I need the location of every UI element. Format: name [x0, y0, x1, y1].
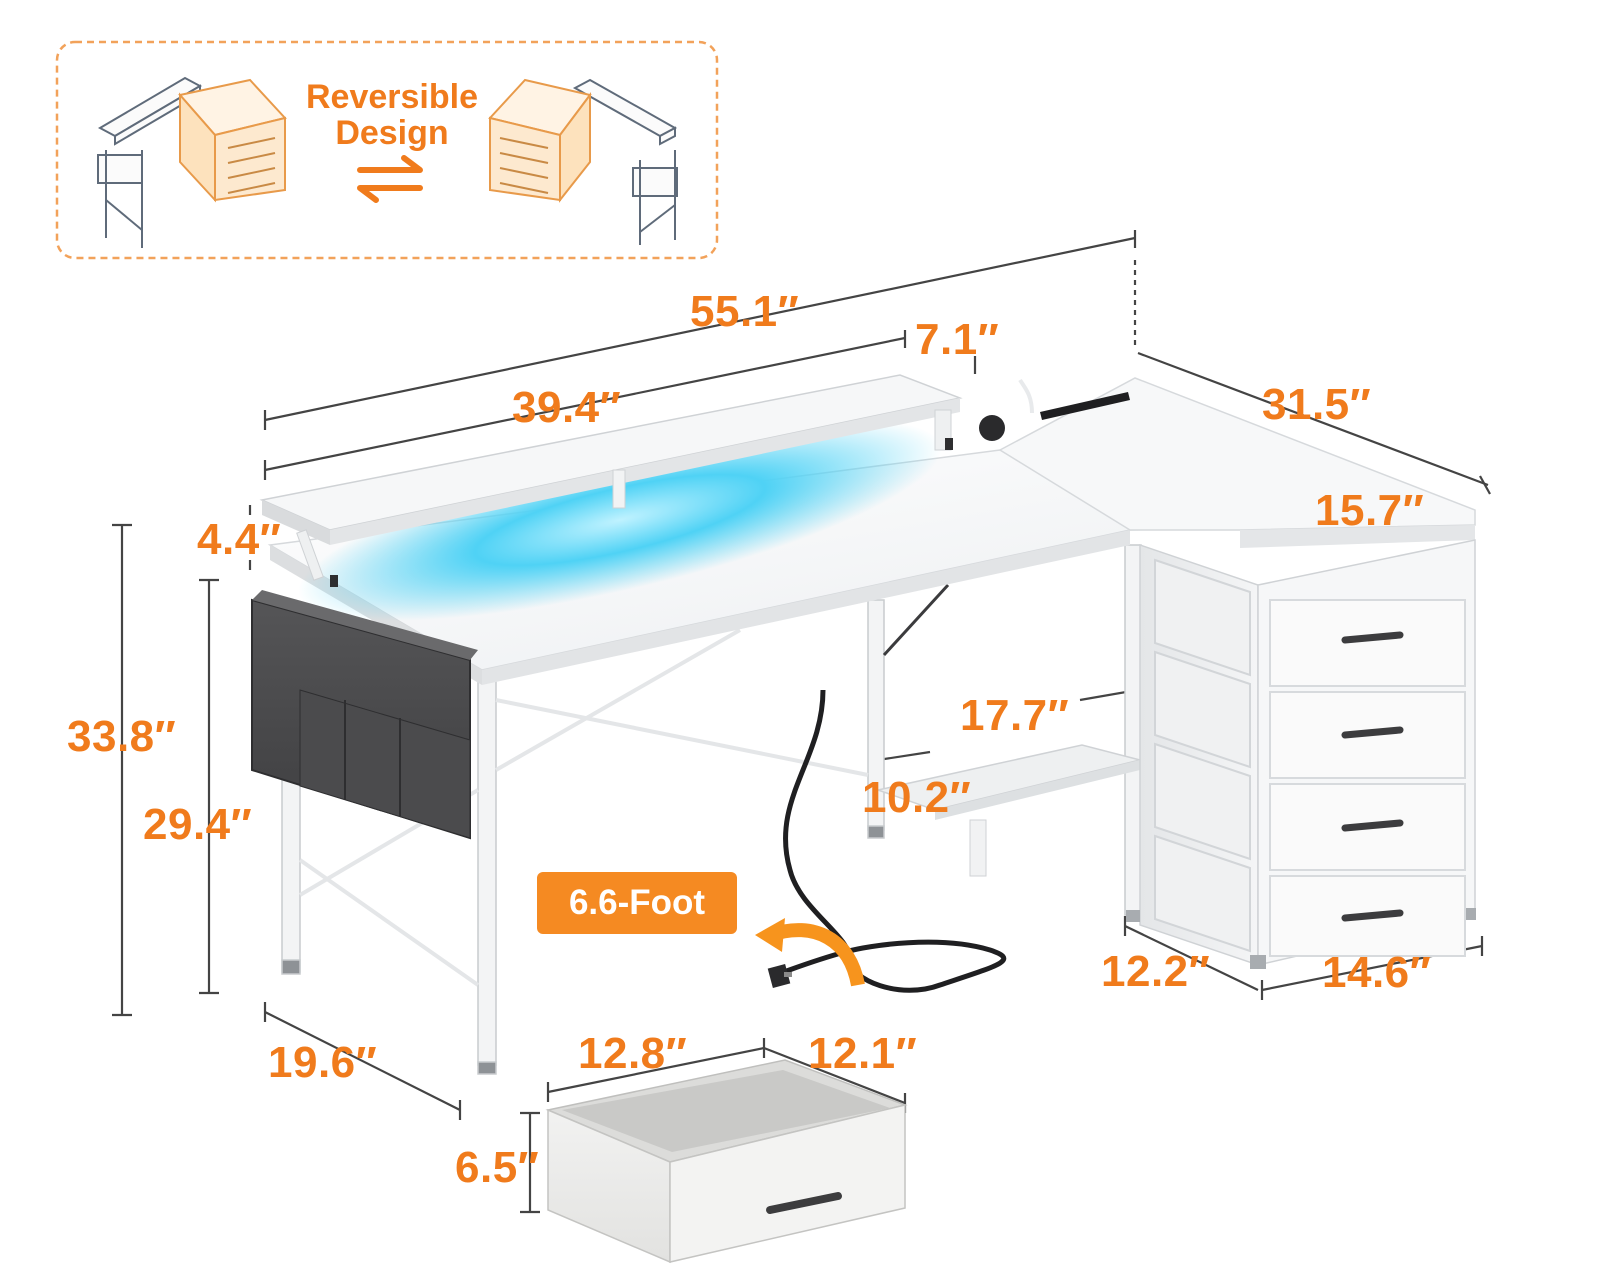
reversible-label-line1: Reversible — [306, 78, 478, 116]
reversible-callout-frame — [55, 40, 719, 260]
dim-desk-height: 29.4″ — [143, 800, 253, 849]
swap-arrows-icon — [357, 155, 423, 203]
mini-desk-left-icon — [97, 76, 287, 248]
power-cord — [774, 689, 1007, 993]
dimension-lines — [112, 230, 1491, 1214]
plug-icon — [767, 964, 791, 988]
dim-desk-depth: 19.6″ — [268, 1038, 378, 1087]
dim-bottom-shelf-depth: 10.2″ — [862, 773, 972, 822]
dim-cabinet-side: 12.2″ — [1101, 947, 1211, 996]
drawer-cabinet — [1126, 539, 1476, 969]
dim-total-height: 33.8″ — [67, 712, 177, 761]
dim-cabinet-depth: 15.7″ — [1315, 486, 1425, 535]
desk-legs — [281, 544, 1142, 1075]
dim-desk-width: 39.4″ — [512, 383, 622, 432]
wireless-charger — [979, 415, 1005, 441]
dim-drawer-depth: 12.1″ — [808, 1029, 918, 1078]
led-glow — [298, 419, 942, 621]
dim-cabinet-front: 14.6″ — [1322, 948, 1432, 997]
dim-shelf-overhang: 7.1″ — [915, 315, 1000, 364]
power-strip — [1040, 392, 1130, 420]
dim-return-length: 31.5″ — [1262, 380, 1372, 429]
cord-length-badge: 6.6-Foot — [537, 872, 737, 934]
dim-bottom-shelf-width: 17.7″ — [960, 691, 1070, 740]
dim-drawer-height: 6.5″ — [455, 1143, 540, 1192]
fabric-drawer-bin — [545, 1059, 908, 1264]
dim-shelf-height: 4.4″ — [197, 515, 282, 564]
mini-desk-right-icon — [488, 78, 678, 245]
dim-drawer-width: 12.8″ — [578, 1029, 688, 1078]
dim-overall-width: 55.1″ — [690, 287, 800, 336]
storage-bag — [251, 590, 478, 840]
curved-arrow-icon — [767, 923, 865, 987]
reversible-design-label: Reversible Design — [292, 78, 492, 152]
reversible-label-line2: Design — [335, 113, 449, 152]
